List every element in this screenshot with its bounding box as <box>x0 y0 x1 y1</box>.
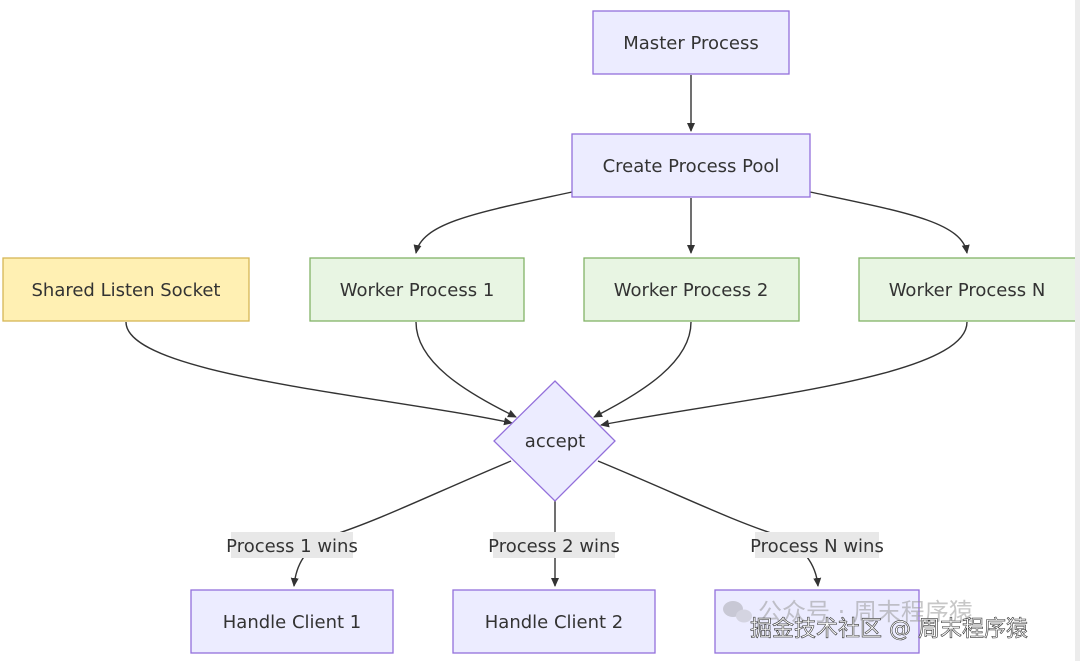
node-handle-client-1-label: Handle Client 1 <box>223 612 361 633</box>
edge-label-p2-text: Process 2 wins <box>488 536 620 557</box>
edge-worker2-to-accept <box>593 321 692 418</box>
edges <box>125 75 970 587</box>
edge-label-p2: Process 2 wins <box>488 532 620 558</box>
edge-accept-to-handleN <box>597 460 822 587</box>
node-master-process: Master Process <box>592 10 790 75</box>
node-accept-label: accept <box>525 431 585 452</box>
node-shared-listen-socket: Shared Listen Socket <box>2 257 250 322</box>
node-accept-decision: accept <box>493 380 616 502</box>
node-create-process-pool-label: Create Process Pool <box>603 156 780 177</box>
watermark: 公众号 · 周末程序猿 掘金技术社区 @ 周末程序猿 <box>723 598 1028 642</box>
edge-socket-to-accept <box>125 321 513 426</box>
watermark-line-1: 公众号 · 周末程序猿 <box>758 598 973 626</box>
node-create-process-pool: Create Process Pool <box>571 133 811 198</box>
edge-label-pn-text: Process N wins <box>750 536 884 557</box>
node-worker-process-1-label: Worker Process 1 <box>340 280 495 301</box>
node-worker-process-n-label: Worker Process N <box>889 280 1046 301</box>
node-shared-listen-socket-label: Shared Listen Socket <box>31 280 220 301</box>
node-handle-client-n <box>714 589 920 654</box>
node-handle-client-1: Handle Client 1 <box>190 589 394 654</box>
edge-pool-to-worker1 <box>413 191 573 254</box>
node-worker-process-1: Worker Process 1 <box>309 257 525 322</box>
edge-worker1-to-accept <box>415 321 517 418</box>
node-worker-process-n: Worker Process N <box>858 257 1077 322</box>
node-worker-process-2-label: Worker Process 2 <box>614 280 769 301</box>
edge-label-p1-text: Process 1 wins <box>226 536 358 557</box>
node-master-process-label: Master Process <box>623 33 758 54</box>
right-edge-divider <box>1075 0 1080 661</box>
wechat-icon <box>723 601 752 623</box>
edge-workerN-to-accept <box>600 321 968 428</box>
edge-label-p1: Process 1 wins <box>226 532 358 558</box>
node-worker-process-2: Worker Process 2 <box>583 257 800 322</box>
node-handle-client-2: Handle Client 2 <box>452 589 656 654</box>
edge-pool-to-workerN <box>809 191 970 254</box>
edge-label-pn: Process N wins <box>750 532 884 558</box>
watermark-line-2: 掘金技术社区 @ 周末程序猿 <box>750 617 1028 642</box>
node-handle-client-2-label: Handle Client 2 <box>485 612 623 633</box>
edge-accept-to-handle1 <box>290 460 512 587</box>
